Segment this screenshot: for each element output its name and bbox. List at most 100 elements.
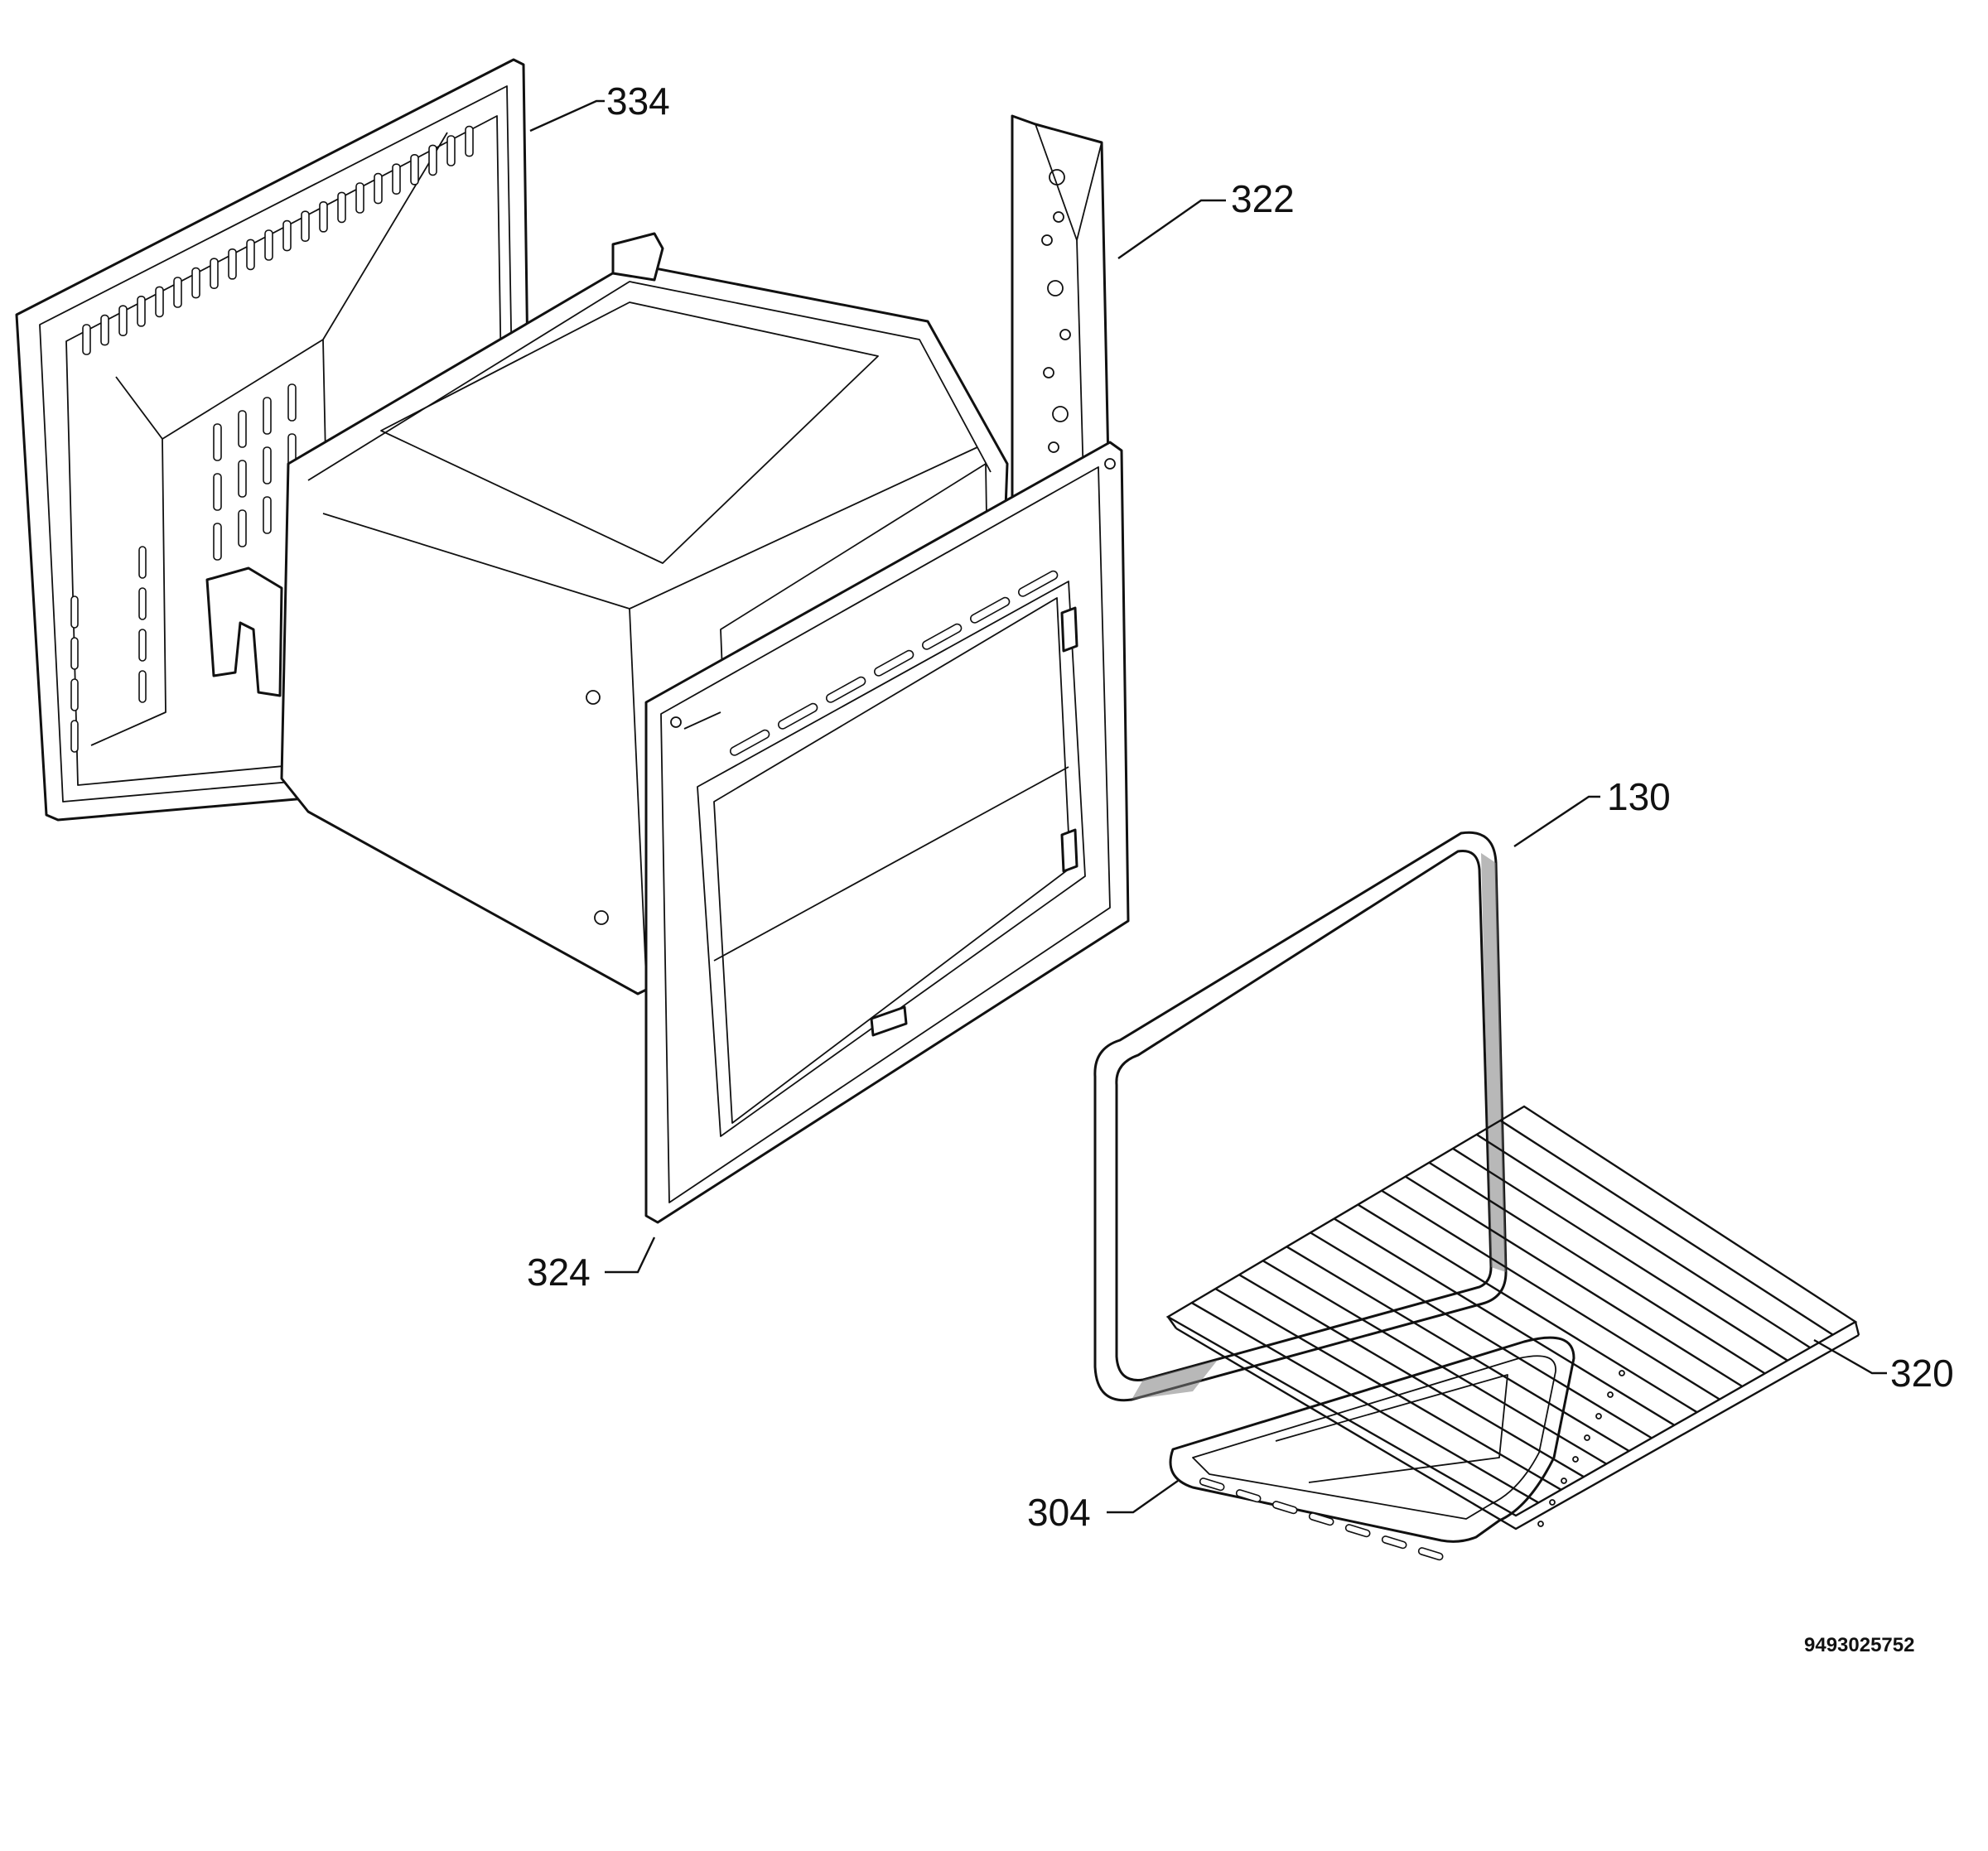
shelf-rod (1262, 1260, 1607, 1465)
rail-hole (1049, 169, 1065, 186)
tray-perforation (1572, 1456, 1579, 1463)
shelf-rod (1381, 1189, 1720, 1400)
vent-slot (70, 720, 79, 753)
tray-perforation (1584, 1434, 1590, 1441)
side-rail-holes (1041, 169, 1071, 453)
shelf-rod (1476, 1133, 1811, 1349)
vent-slot (82, 324, 91, 355)
rail-hole (1047, 280, 1064, 296)
vent-slot (137, 295, 146, 327)
vent-slot (263, 446, 272, 484)
vent-slot (319, 201, 328, 233)
part-322-side-rail (1011, 114, 1110, 507)
vent-slot (238, 509, 247, 547)
frame-slot (729, 729, 770, 756)
shelf-rod (1286, 1246, 1630, 1453)
wire-shelf-rods (1191, 1119, 1834, 1504)
vent-slot (173, 277, 182, 308)
vent-slot (138, 587, 147, 620)
vent-slot (374, 172, 383, 205)
tray-perforation (1235, 1489, 1262, 1503)
rail-hole (1043, 367, 1054, 378)
frame-slot (825, 676, 866, 703)
vent-slot (446, 135, 456, 166)
tray-perforation (1271, 1501, 1298, 1515)
vent-slot (213, 523, 222, 561)
vent-slot (465, 125, 474, 157)
callout-304: 304 (1027, 1491, 1091, 1534)
vent-slot (428, 144, 437, 176)
vent-slot (228, 248, 237, 280)
frame-slot (921, 623, 963, 650)
vent-slot (155, 286, 164, 318)
callout-322: 322 (1231, 177, 1295, 220)
vent-slot (410, 154, 419, 186)
tray-perforation (1199, 1477, 1225, 1492)
leader-lines (529, 99, 1887, 1514)
vent-slot (282, 219, 292, 252)
callout-334: 334 (606, 80, 670, 123)
tray-perforation (1344, 1524, 1371, 1538)
shelf-rod (1405, 1175, 1743, 1388)
callout-320: 320 (1890, 1352, 1954, 1395)
tray-perforation (1607, 1391, 1614, 1398)
vent-slot (138, 629, 147, 662)
vent-slot (138, 546, 147, 579)
vent-slot (213, 473, 222, 511)
rail-hole (1052, 406, 1069, 422)
frame-slot (777, 702, 818, 730)
shelf-rod (1310, 1232, 1653, 1439)
tray-perforation (1561, 1477, 1567, 1484)
vent-slot (70, 637, 79, 670)
vent-slot (238, 460, 247, 498)
vent-slot (70, 595, 79, 629)
tray-perforation (1595, 1413, 1602, 1420)
part-320-wire-shelf (1165, 1105, 1860, 1530)
back-panel-vent-slots (70, 125, 474, 753)
rail-hole (1053, 211, 1064, 223)
vent-slot (210, 258, 219, 290)
tray-perforation (1417, 1547, 1444, 1561)
vent-slot (100, 314, 109, 346)
vent-slot (301, 210, 310, 242)
tray-perforation (1549, 1499, 1556, 1506)
shelf-rod (1499, 1119, 1834, 1336)
part-130-door-gasket (1093, 831, 1508, 1402)
part-324-front-frame (644, 441, 1130, 1224)
rail-hole (1041, 234, 1053, 246)
document-id: 9493025752 (1804, 1634, 1914, 1656)
vent-slot (263, 397, 272, 435)
vent-slot (118, 305, 128, 337)
rail-hole (1059, 329, 1071, 340)
vent-slot (238, 410, 247, 448)
vent-slot (287, 383, 297, 422)
shelf-rod (1428, 1161, 1766, 1375)
frame-slot (873, 649, 914, 677)
tray-perforation (1308, 1512, 1334, 1526)
vent-slot (337, 191, 346, 224)
front-frame-slots (729, 570, 1059, 756)
callout-130: 130 (1607, 775, 1671, 818)
vent-slot (355, 182, 364, 214)
callout-324: 324 (527, 1251, 591, 1294)
tray-perforation (1537, 1521, 1544, 1527)
vent-slot (264, 229, 273, 261)
vent-slot (392, 163, 401, 195)
vent-slot (70, 678, 79, 711)
vent-slot (246, 239, 255, 271)
shelf-rod (1238, 1274, 1585, 1478)
shelf-rod (1191, 1302, 1539, 1504)
frame-slot (1017, 570, 1059, 597)
tray-perforation (1619, 1370, 1625, 1376)
shelf-rod (1334, 1217, 1675, 1426)
baking-tray-perforations (1199, 1370, 1625, 1561)
vent-slot (138, 670, 147, 703)
vent-slot (263, 496, 272, 534)
rail-hole (1048, 441, 1059, 453)
shelf-rod (1357, 1203, 1698, 1414)
tray-perforation (1381, 1535, 1407, 1550)
shelf-rod (1214, 1288, 1562, 1491)
vent-slot (191, 267, 200, 299)
frame-slot (969, 596, 1011, 624)
